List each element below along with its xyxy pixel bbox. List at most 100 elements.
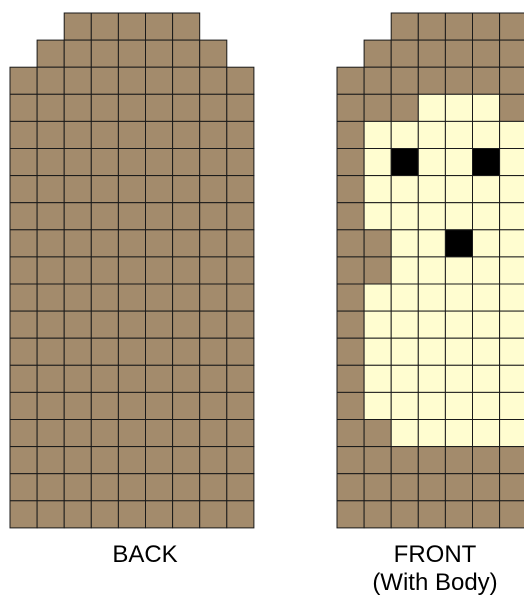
front-cell — [445, 311, 472, 338]
back-cell — [37, 203, 64, 230]
back-cell — [91, 311, 118, 338]
front-cell — [418, 203, 445, 230]
front-cell — [500, 338, 524, 365]
back-cell — [227, 447, 254, 474]
front-cell — [445, 121, 472, 148]
back-cell — [64, 365, 91, 392]
back-label: BACK — [45, 541, 245, 569]
back-cell — [118, 67, 145, 94]
back-cell — [64, 121, 91, 148]
front-cell — [418, 284, 445, 311]
back-cell — [146, 40, 173, 67]
front-cell — [473, 474, 500, 501]
front-cell — [418, 420, 445, 447]
back-cell — [227, 67, 254, 94]
back-cell — [37, 40, 64, 67]
back-cell — [37, 338, 64, 365]
back-cell — [173, 365, 200, 392]
back-cell — [146, 338, 173, 365]
front-cell — [473, 365, 500, 392]
back-cell — [37, 149, 64, 176]
front-cell — [364, 203, 391, 230]
front-cell — [473, 94, 500, 121]
back-caption: BACK — [45, 541, 245, 569]
front-cell — [500, 13, 524, 40]
back-cell — [227, 230, 254, 257]
front-cell — [364, 501, 391, 528]
front-cell — [473, 176, 500, 203]
front-cell — [391, 284, 418, 311]
front-cell — [445, 447, 472, 474]
front-cell — [418, 121, 445, 148]
back-cell — [227, 311, 254, 338]
front-cell — [391, 121, 418, 148]
back-cell — [173, 121, 200, 148]
back-cell — [64, 176, 91, 203]
front-cell — [500, 121, 524, 148]
back-cell — [200, 474, 227, 501]
back-cell — [118, 149, 145, 176]
back-cell — [10, 230, 37, 257]
front-cell — [445, 94, 472, 121]
front-cell — [445, 284, 472, 311]
back-cell — [37, 284, 64, 311]
back-cell — [173, 338, 200, 365]
back-cell — [118, 365, 145, 392]
back-cell — [118, 40, 145, 67]
back-cell — [146, 284, 173, 311]
front-cell — [500, 230, 524, 257]
front-cell — [364, 176, 391, 203]
front-cell — [445, 257, 472, 284]
front-cell — [473, 67, 500, 94]
back-cell — [10, 257, 37, 284]
back-cell — [10, 121, 37, 148]
back-cell — [91, 365, 118, 392]
back-cell — [146, 257, 173, 284]
back-cell — [37, 67, 64, 94]
back-cell — [91, 474, 118, 501]
back-cell — [173, 230, 200, 257]
back-cell — [10, 420, 37, 447]
front-cell — [500, 257, 524, 284]
back-cell — [200, 230, 227, 257]
front-cell — [337, 474, 364, 501]
back-cell — [37, 121, 64, 148]
front-cell — [337, 311, 364, 338]
front-cell — [337, 420, 364, 447]
back-chart-grid — [10, 13, 254, 528]
front-cell — [337, 94, 364, 121]
front-cell — [391, 474, 418, 501]
back-cell — [91, 149, 118, 176]
front-cell — [473, 501, 500, 528]
front-cell — [364, 311, 391, 338]
back-cell — [200, 501, 227, 528]
back-cell — [227, 501, 254, 528]
back-cell — [64, 13, 91, 40]
back-cell — [64, 474, 91, 501]
back-cell — [91, 203, 118, 230]
front-cell — [445, 13, 472, 40]
front-cell — [445, 67, 472, 94]
front-cell — [445, 40, 472, 67]
back-cell — [91, 121, 118, 148]
back-cell — [146, 501, 173, 528]
front-cell — [500, 284, 524, 311]
front-cell — [337, 338, 364, 365]
back-cell — [10, 474, 37, 501]
front-cell — [445, 230, 472, 257]
back-cell — [146, 230, 173, 257]
back-cell — [118, 501, 145, 528]
back-cell — [200, 420, 227, 447]
back-cell — [64, 447, 91, 474]
back-cell — [200, 338, 227, 365]
front-cell — [500, 392, 524, 419]
front-cell — [337, 67, 364, 94]
front-cell — [473, 338, 500, 365]
front-cell — [391, 94, 418, 121]
back-cell — [200, 284, 227, 311]
back-cell — [200, 311, 227, 338]
back-cell — [146, 392, 173, 419]
back-cell — [118, 257, 145, 284]
front-cell — [473, 149, 500, 176]
front-cell — [445, 149, 472, 176]
